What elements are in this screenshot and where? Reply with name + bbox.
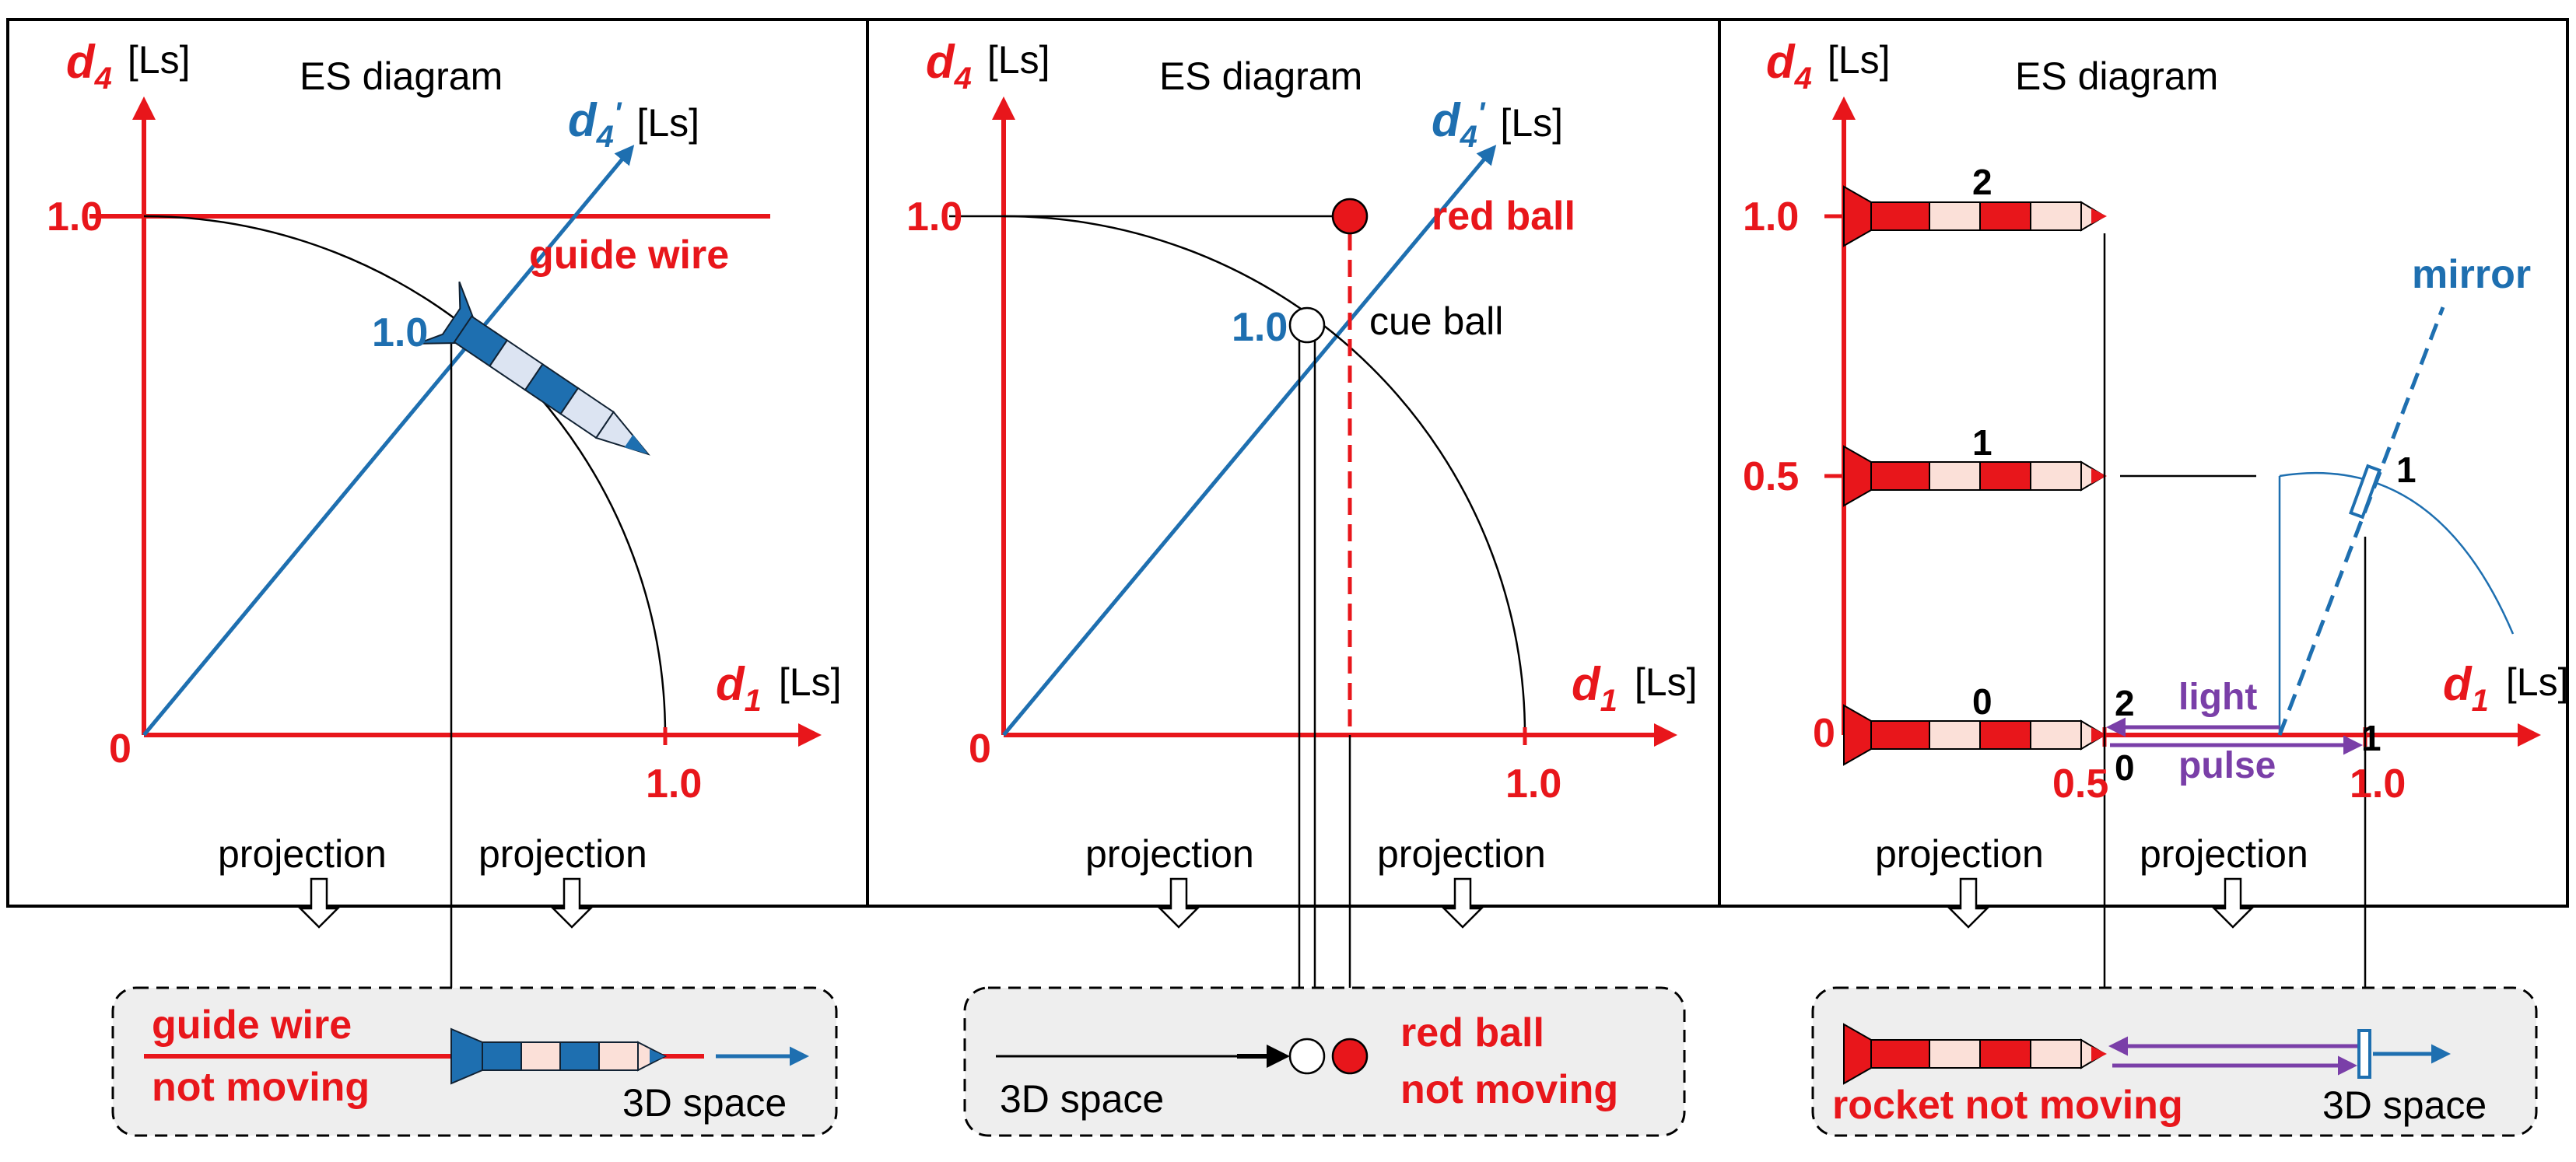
p1-tilted-rocket xyxy=(417,281,650,456)
box1-line1: guide wire xyxy=(152,1003,352,1048)
panel-1-frame xyxy=(6,18,869,908)
p1-arrow-down-icon-left xyxy=(297,877,341,929)
p3-mirror-icon xyxy=(2348,464,2382,520)
p3-proj-right: projection xyxy=(2140,832,2308,876)
panel-1: ES diagram d4[Ls] d1[Ls] d4'[Ls] 1.0 0 1… xyxy=(47,36,842,1003)
p2-y-label: d4[Ls] xyxy=(926,36,1050,96)
box2-space: 3D space xyxy=(1000,1077,1164,1121)
p3-blue-arc xyxy=(2279,472,2515,635)
p3-x-label: d1[Ls] xyxy=(2443,658,2569,718)
p1-x-label: d1[Ls] xyxy=(716,658,842,718)
p3-arrow-down-icon-right xyxy=(2211,877,2255,929)
box2-cue-ball xyxy=(1288,1038,1326,1075)
p1-unit-arc xyxy=(143,215,667,736)
panel-3-frame xyxy=(1718,18,2569,908)
p2-arrow-down-icon-left xyxy=(1157,877,1200,929)
p2-red-ball-label: red ball xyxy=(1432,194,1575,239)
p3-rocket-label-top: 2 xyxy=(1972,162,1992,202)
p1-proj-right: projection xyxy=(478,832,647,876)
box-3: rocket not moving 3D space xyxy=(1811,986,2538,1137)
p2-title: ES diagram xyxy=(1159,54,1362,98)
p1-proj-left: projection xyxy=(218,832,387,876)
p2-diag-axis xyxy=(1002,145,1497,737)
p3-tick-x-right-label: 1.0 xyxy=(2350,761,2406,807)
box3-mirror-icon xyxy=(2357,1029,2371,1079)
p3-title: ES diagram xyxy=(2015,54,2218,98)
p1-arrow-down-icon-right xyxy=(550,877,594,929)
p2-proj-right: projection xyxy=(1377,832,1546,876)
box1-rocket xyxy=(450,1027,668,1085)
box-1: guide wire not moving 3D space xyxy=(111,986,838,1137)
p2-diag-label: d4'[Ls] xyxy=(1432,94,1563,154)
p3-rocket-bottom xyxy=(1843,704,2107,766)
p1-diag-axis xyxy=(142,145,635,737)
p3-rocket-label-bottom: 0 xyxy=(1972,681,1992,722)
p3-light-label: light xyxy=(2178,677,2257,718)
p3-rocket-top xyxy=(1843,185,2107,247)
p3-tick-y-top-label: 1.0 xyxy=(1743,194,1799,240)
p2-cue-ball xyxy=(1288,306,1326,344)
p3-pulse-left-top: 2 xyxy=(2115,683,2135,723)
panel-2: ES diagram d4[Ls] d1[Ls] d4'[Ls] 1.0 0 1… xyxy=(906,36,1698,1003)
p3-rocket-mid xyxy=(1843,445,2107,507)
panel-2-frame xyxy=(866,18,1721,908)
p2-cue-ball-label: cue ball xyxy=(1369,299,1503,343)
p3-pulse-label: pulse xyxy=(2178,745,2276,786)
p2-unit-arc xyxy=(1003,215,1526,736)
p1-tick-x-right: 1.0 xyxy=(646,761,702,807)
p2-red-ball xyxy=(1331,198,1369,235)
box-2: 3D space red ball not moving xyxy=(963,986,1686,1137)
p2-tick-x-right: 1.0 xyxy=(1505,761,1561,807)
p3-mirror-dashed xyxy=(2277,306,2445,736)
box2-line2: not moving xyxy=(1400,1067,1618,1112)
box3-rocket xyxy=(1843,1023,2107,1085)
box2-red-ball xyxy=(1331,1038,1369,1075)
p1-diag-label: d4'[Ls] xyxy=(568,94,699,154)
box1-line2: not moving xyxy=(152,1065,370,1110)
p1-y-label: d4[Ls] xyxy=(66,36,191,96)
p1-title: ES diagram xyxy=(300,54,503,98)
p3-pulse-right: 1 xyxy=(2361,718,2381,758)
p3-mirror-num: 1 xyxy=(2396,450,2417,490)
p3-y-label: d4[Ls] xyxy=(1766,36,1891,96)
p3-mirror-label: mirror xyxy=(2412,252,2531,297)
p1-guide-wire-label: guide wire xyxy=(529,233,729,278)
box3-space: 3D space xyxy=(2322,1083,2487,1127)
box2-line1: red ball xyxy=(1400,1010,1544,1055)
p3-origin: 0 xyxy=(1813,711,1835,756)
p2-x-label: d1[Ls] xyxy=(1572,658,1698,718)
p2-origin: 0 xyxy=(969,726,991,772)
p2-tick-y-top: 1.0 xyxy=(906,194,962,240)
p3-pulse-left-bottom: 0 xyxy=(2115,747,2135,788)
box1-space: 3D space xyxy=(622,1081,787,1125)
p3-arrow-down-icon-left xyxy=(1947,877,1990,929)
box3-line1: rocket not moving xyxy=(1832,1083,2183,1128)
p1-origin: 0 xyxy=(109,726,131,772)
p3-proj-left: projection xyxy=(1875,832,2044,876)
p2-diag-tick: 1.0 xyxy=(1232,305,1288,350)
p2-arrow-down-icon-right xyxy=(1441,877,1484,929)
p3-tick-y-mid-label: 0.5 xyxy=(1743,454,1799,499)
p1-diag-tick: 1.0 xyxy=(372,310,428,355)
p2-proj-left: projection xyxy=(1085,832,1254,876)
p1-tick-y-top: 1.0 xyxy=(47,194,103,240)
p3-rocket-label-mid: 1 xyxy=(1972,422,1992,463)
p3-tick-x-half-label: 0.5 xyxy=(2052,761,2108,807)
panel-3: ES diagram d4[Ls] d1[Ls] 1.0 0.5 0 0.5 1… xyxy=(1743,36,2569,1003)
